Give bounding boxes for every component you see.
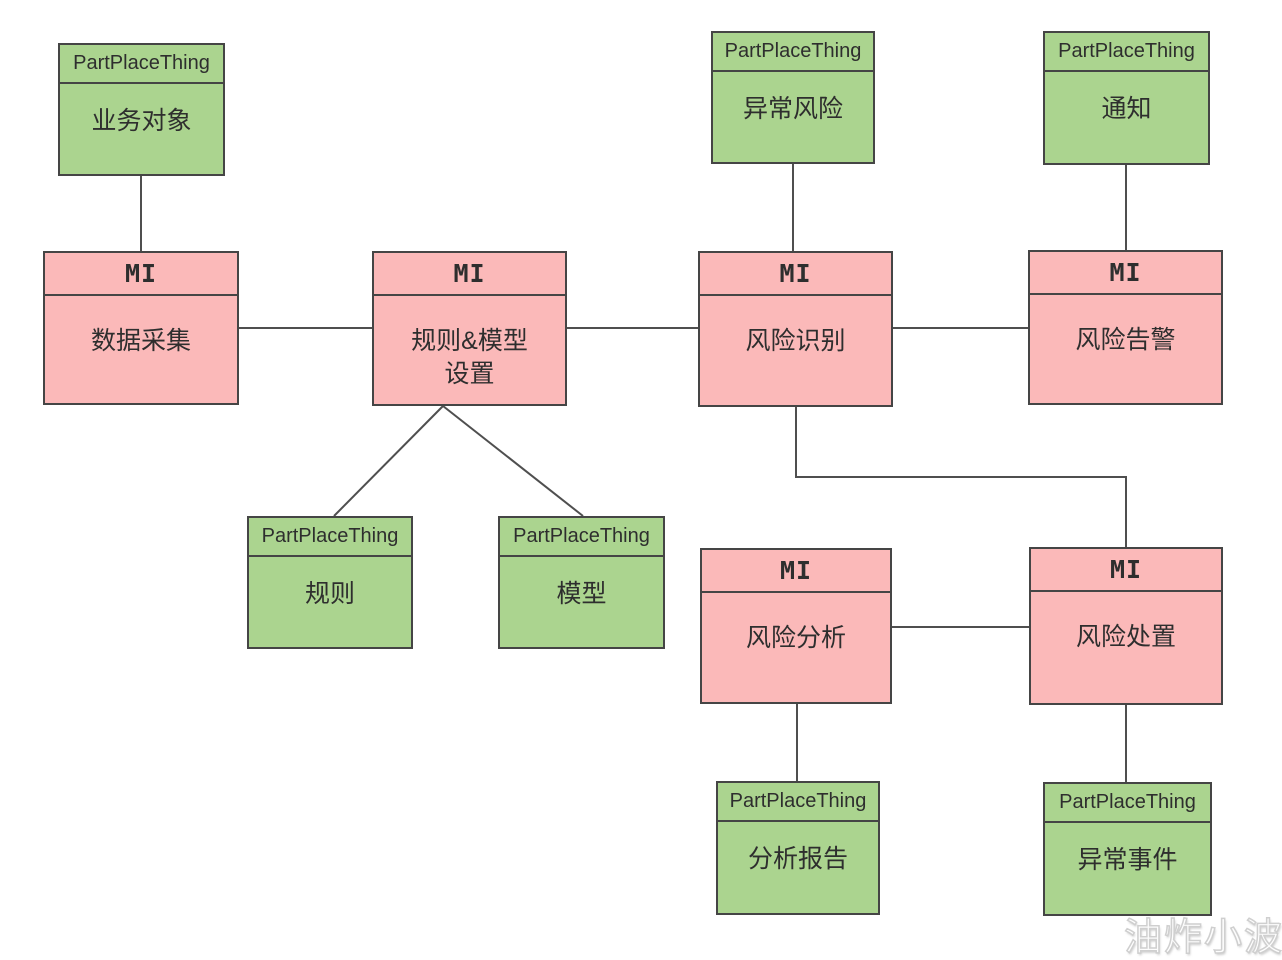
node-label: 异常事件 [1077, 846, 1178, 874]
node-analysis-report: PartPlaceThing 分析报告 [716, 781, 880, 915]
node-risk-identification: MI 风险识别 [698, 251, 893, 407]
node-label: 风险处置 [1075, 623, 1176, 651]
edge-risk-identification-to-risk-handling [795, 407, 1127, 547]
node-label: 分析报告 [747, 845, 848, 873]
node-label: 规则 [304, 580, 355, 608]
node-label: 风险告警 [1075, 326, 1176, 354]
node-label: 模型 [556, 580, 607, 608]
node-header: PartPlaceThing [1045, 784, 1210, 823]
node-header: MI [45, 253, 237, 296]
node-header: MI [1031, 549, 1221, 592]
node-label: 业务对象 [91, 107, 192, 135]
node-rule: PartPlaceThing 规则 [247, 516, 413, 649]
node-header: PartPlaceThing [718, 783, 878, 822]
node-header: MI [702, 550, 890, 593]
node-header: PartPlaceThing [713, 33, 873, 72]
node-risk-alert: MI 风险告警 [1028, 250, 1223, 405]
node-notification: PartPlaceThing 通知 [1043, 31, 1210, 165]
node-header: MI [374, 253, 565, 296]
node-label: 数据采集 [90, 327, 191, 355]
node-model: PartPlaceThing 模型 [498, 516, 665, 649]
node-header: PartPlaceThing [60, 45, 223, 84]
node-header: MI [700, 253, 891, 296]
node-header: PartPlaceThing [1045, 33, 1208, 72]
edge-rule-model-setting-to-rule [333, 405, 444, 517]
node-label: 风险识别 [745, 327, 846, 355]
node-label: 通知 [1101, 95, 1152, 123]
node-risk-analysis: MI 风险分析 [700, 548, 892, 704]
node-risk-handling: MI 风险处置 [1029, 547, 1223, 705]
watermark: 油炸小波 [1123, 916, 1282, 960]
node-rule-model-setting: MI 规则&模型 设置 [372, 251, 567, 406]
node-label: 异常风险 [742, 95, 843, 123]
node-label: 规则&模型 设置 [411, 327, 528, 388]
node-abnormal-risk: PartPlaceThing 异常风险 [711, 31, 875, 164]
node-header: PartPlaceThing [249, 518, 411, 557]
node-header: MI [1030, 252, 1221, 295]
node-header: PartPlaceThing [500, 518, 663, 557]
node-abnormal-event: PartPlaceThing 异常事件 [1043, 782, 1212, 916]
edge-rule-model-setting-to-model [442, 405, 584, 517]
node-data-collection: MI 数据采集 [43, 251, 239, 405]
node-label: 风险分析 [745, 624, 846, 652]
node-business-object: PartPlaceThing 业务对象 [58, 43, 225, 176]
